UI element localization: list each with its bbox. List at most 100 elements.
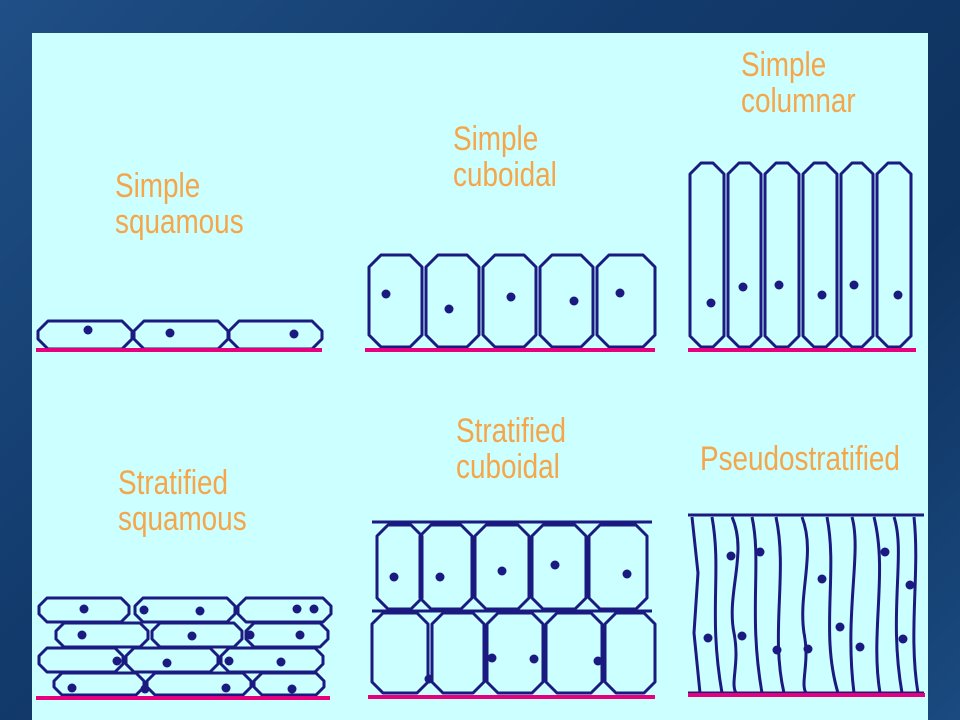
cell-outline — [839, 161, 875, 349]
nucleus — [706, 298, 716, 308]
cell-outline — [236, 596, 333, 624]
nucleus — [817, 290, 827, 300]
nucleus — [424, 674, 434, 684]
nucleus — [83, 325, 93, 335]
cell-outline — [485, 611, 545, 695]
nucleus — [506, 292, 516, 302]
nucleus — [772, 645, 782, 655]
nucleus — [187, 631, 197, 641]
label-pseudostratified: Pseudostratified — [700, 440, 900, 478]
nucleus — [77, 630, 87, 640]
cell-outline — [145, 671, 253, 697]
nucleus — [435, 572, 445, 582]
pseudostratified-cell-boundary — [690, 516, 702, 694]
cell-outline — [252, 671, 326, 697]
nucleus — [497, 566, 507, 576]
cell-outline — [481, 253, 538, 349]
cell-outline — [595, 253, 657, 349]
pseudostratified-cell-boundary — [872, 516, 882, 694]
cell-outline — [763, 161, 801, 349]
nucleus — [309, 604, 319, 614]
pseudostratified-cell-boundary — [730, 516, 740, 694]
cell-outline — [587, 523, 649, 611]
nucleus — [292, 604, 302, 614]
pseudostratified-cell-boundary — [892, 516, 904, 694]
cell-outline — [530, 523, 588, 611]
label-stratified-cuboidal: Stratified cuboidal — [456, 412, 567, 487]
nucleus — [289, 329, 299, 339]
nucleus — [803, 644, 813, 654]
pseudostratified-cell-boundary — [825, 516, 840, 694]
cell-outline — [37, 646, 125, 674]
nucleus — [550, 560, 560, 570]
cell-outline — [544, 611, 604, 695]
cell-outline — [375, 523, 424, 611]
cell-outline — [54, 621, 150, 649]
diagram-panel: Simple squamous Simple cuboidal Simple c… — [32, 33, 928, 720]
cell-outline — [133, 596, 237, 624]
nucleus — [165, 328, 175, 338]
nucleus — [195, 606, 205, 616]
nucleus — [880, 547, 890, 557]
nucleus — [593, 656, 603, 666]
cell-outline — [603, 611, 657, 695]
nucleus — [703, 633, 713, 643]
cell-outline — [219, 646, 325, 674]
pseudostratified-cell-boundary — [750, 516, 764, 694]
nucleus — [224, 656, 234, 666]
cell-outline — [370, 611, 430, 695]
nucleus — [245, 630, 255, 640]
nucleus — [737, 631, 747, 641]
nucleus — [622, 569, 632, 579]
nucleus — [893, 290, 903, 300]
epithelium-diagram — [36, 161, 925, 700]
cell-outline — [538, 253, 595, 349]
pseudostratified-cell-boundary — [849, 516, 857, 694]
nucleus — [738, 282, 748, 292]
nucleus — [295, 630, 305, 640]
cell-outline — [244, 621, 330, 649]
nucleus — [615, 288, 625, 298]
cell-outline — [367, 253, 424, 349]
nucleus — [381, 289, 391, 299]
pseudostratified-cell-boundary — [912, 516, 920, 694]
nucleus — [79, 604, 89, 614]
nucleus — [569, 296, 579, 306]
nucleus — [162, 658, 172, 668]
cell-outline — [726, 161, 763, 349]
label-stratified-squamous: Stratified squamous — [118, 464, 247, 539]
nucleus — [849, 280, 859, 290]
nucleus — [140, 684, 150, 694]
cell-outline — [473, 523, 531, 611]
cell-outline — [150, 621, 244, 649]
nucleus — [529, 654, 539, 664]
nucleus — [726, 551, 736, 561]
nucleus — [835, 622, 845, 632]
cell-outline — [227, 319, 324, 351]
label-simple-columnar: Simple columnar — [741, 46, 856, 121]
nucleus — [444, 304, 454, 314]
cell-outline — [430, 611, 486, 695]
nucleus — [67, 683, 77, 693]
cell-outline — [418, 523, 474, 611]
nucleus — [774, 280, 784, 290]
cell-outline — [875, 161, 913, 349]
nucleus — [487, 653, 497, 663]
pseudostratified-cell-boundary — [774, 516, 786, 694]
cell-outline — [124, 646, 220, 674]
nucleus — [755, 547, 765, 557]
label-simple-cuboidal: Simple cuboidal — [453, 120, 557, 195]
pseudostratified-cell-boundary — [800, 516, 809, 694]
label-simple-squamous: Simple squamous — [115, 167, 244, 242]
nucleus — [276, 657, 286, 667]
cell-outline — [801, 161, 839, 349]
cell-outline — [36, 319, 134, 351]
nucleus — [221, 683, 231, 693]
cell-outline — [424, 253, 481, 349]
pseudostratified-cell-boundary — [710, 516, 724, 694]
nucleus — [817, 574, 827, 584]
nucleus — [905, 580, 915, 590]
nucleus — [287, 684, 297, 694]
cell-outline — [52, 671, 146, 697]
cell-outline — [688, 161, 726, 349]
